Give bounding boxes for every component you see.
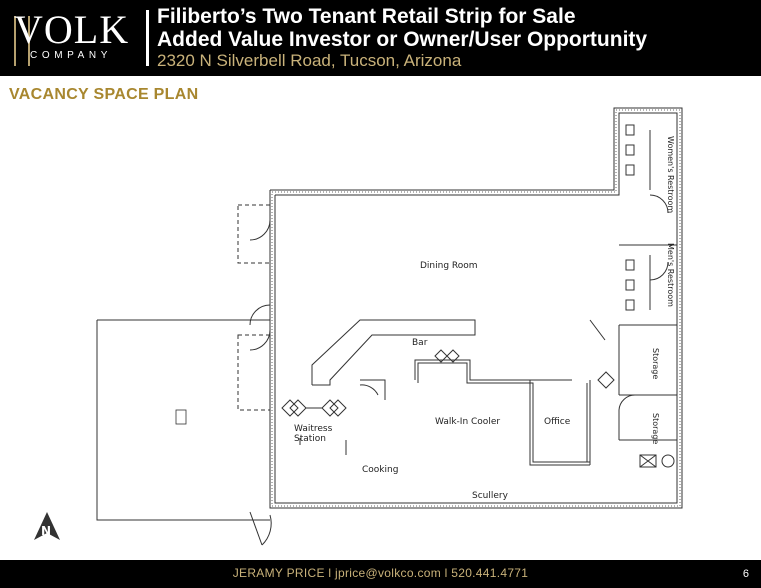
floor-plan: Dining Room Bar Waitress Station Cooking…: [34, 107, 683, 546]
logo-ornament-icon: [14, 16, 30, 66]
label-womens-restroom: Women's Restroom: [666, 136, 675, 213]
volk-logo[interactable]: VOLK COMPANY: [14, 10, 132, 66]
label-storage-upper: Storage: [651, 348, 660, 379]
label-waitress: Waitress: [294, 424, 333, 434]
page-number: 6: [742, 568, 749, 580]
label-bar: Bar: [412, 338, 428, 348]
logo-subtitle: COMPANY: [30, 50, 113, 61]
logo-wordmark: VOLK: [14, 7, 130, 52]
listing-title: Filiberto’s Two Tenant Retail Strip for …: [157, 5, 576, 28]
footer-bar: JERAMY PRICE l jprice@volkco.com l 520.4…: [0, 560, 761, 588]
label-office: Office: [544, 417, 571, 427]
property-address: 2320 N Silverbell Road, Tucson, Arizona: [157, 51, 462, 70]
north-arrow-icon: [34, 512, 60, 540]
broker-contact[interactable]: JERAMY PRICE l jprice@volkco.com l 520.4…: [232, 566, 529, 580]
label-cooking: Cooking: [362, 465, 398, 475]
header-divider: [146, 10, 149, 66]
label-walk-in-cooler: Walk-In Cooler: [435, 417, 500, 427]
label-storage-lower: Storage: [651, 413, 660, 444]
label-dining-room: Dining Room: [420, 261, 478, 271]
label-scullery: Scullery: [472, 491, 509, 501]
north-label: N: [41, 524, 51, 538]
label-mens-restroom: Men's Restroom: [666, 243, 675, 307]
header-bar: VOLK COMPANY Filiberto’s Two Tenant Reta…: [0, 0, 761, 76]
section-title: VACANCY SPACE PLAN: [9, 86, 199, 103]
listing-subtitle: Added Value Investor or Owner/User Oppor…: [157, 28, 648, 51]
label-station: Station: [294, 434, 326, 444]
